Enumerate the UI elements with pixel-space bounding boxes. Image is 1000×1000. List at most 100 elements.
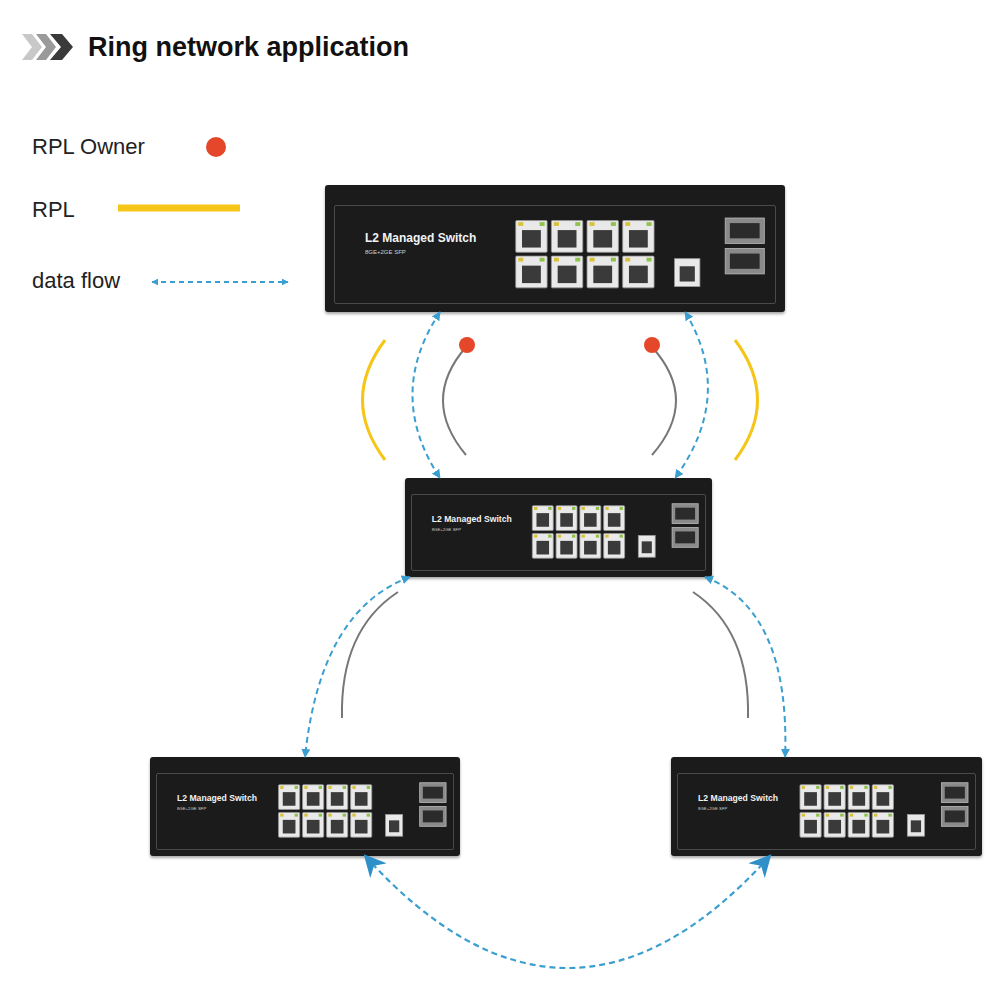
port-led: [280, 814, 283, 817]
rj45-port: [872, 812, 893, 837]
port-led: [864, 814, 867, 817]
rj45-port: [327, 812, 348, 837]
rj45-socket: [828, 792, 841, 806]
port-panel: [405, 478, 712, 577]
rpl-line: [735, 340, 758, 460]
port-led: [850, 814, 853, 817]
rj45-socket: [331, 820, 344, 834]
sfp-port: [672, 528, 698, 548]
rj45-port: [303, 812, 324, 837]
console-socket: [911, 820, 921, 832]
rj45-port: [604, 506, 625, 531]
rj45-socket: [558, 266, 577, 283]
port-led: [328, 814, 331, 817]
rj45-port: [623, 256, 654, 288]
rj45-port: [551, 221, 582, 253]
rj45-socket: [593, 230, 612, 247]
port-led: [625, 222, 630, 226]
port-led: [558, 535, 561, 538]
port-led: [864, 786, 867, 789]
port-panel: [150, 757, 460, 856]
rj45-socket: [283, 792, 296, 806]
port-led: [596, 535, 599, 538]
port-led: [816, 814, 819, 817]
port-led: [590, 258, 595, 262]
port-led: [518, 258, 523, 262]
rj45-socket: [522, 266, 541, 283]
device-name: L2 Managed Switch: [177, 793, 257, 803]
port-led: [888, 814, 891, 817]
port-led: [319, 786, 322, 789]
console-port: [907, 814, 924, 836]
port-led: [518, 222, 523, 226]
rj45-socket: [355, 820, 368, 834]
legend-label: RPL: [32, 197, 75, 223]
rj45-port: [327, 785, 348, 810]
rj45-socket: [536, 513, 549, 527]
rj45-socket: [804, 820, 817, 834]
port-led: [850, 786, 853, 789]
rj45-port: [516, 256, 547, 288]
port-led: [554, 222, 559, 226]
device-spec: 8GE+2GE SFP: [432, 527, 461, 532]
port-led: [295, 786, 298, 789]
rj45-socket: [852, 820, 865, 834]
port-led: [888, 786, 891, 789]
rj45-socket: [536, 541, 549, 555]
port-led: [605, 507, 608, 510]
device-spec: 8GE+2GE SFP: [698, 806, 727, 811]
port-led: [611, 222, 616, 226]
rj45-socket: [804, 792, 817, 806]
cable-line: [693, 592, 748, 718]
rj45-socket: [852, 792, 865, 806]
sfp-port: [725, 218, 764, 243]
device-name: L2 Managed Switch: [698, 793, 778, 803]
rj45-socket: [608, 541, 621, 555]
port-led: [540, 222, 545, 226]
rj45-port: [556, 506, 577, 531]
rj45-socket: [355, 792, 368, 806]
console-socket: [642, 541, 652, 553]
port-led: [540, 258, 545, 262]
rj45-port: [824, 812, 845, 837]
port-led: [572, 507, 575, 510]
cable-line: [652, 347, 676, 455]
switch-device: L2 Managed Switch 8GE+2GE SFP: [405, 478, 712, 577]
data-flow-connector: [675, 312, 708, 478]
port-led: [280, 786, 283, 789]
port-led: [534, 507, 537, 510]
device-name: L2 Managed Switch: [432, 514, 512, 524]
rj45-socket: [593, 266, 612, 283]
switch-device: L2 Managed Switch 8GE+2GE SFP: [671, 757, 982, 856]
port-panel: [325, 185, 785, 312]
rj45-port: [532, 506, 553, 531]
title-chevrons: [22, 34, 73, 60]
device-spec: 8GE+2GE SFP: [177, 806, 206, 811]
device-name: L2 Managed Switch: [365, 231, 476, 245]
rpl-line: [363, 340, 386, 460]
sfp-port: [420, 783, 446, 803]
rj45-port: [848, 812, 869, 837]
console-socket: [389, 820, 399, 832]
port-led: [647, 258, 652, 262]
port-led: [605, 535, 608, 538]
rj45-port: [800, 812, 821, 837]
diagram-title: Ring network application: [88, 32, 409, 63]
switch-device: L2 Managed Switch 8GE+2GE SFP: [150, 757, 460, 856]
rj45-socket: [331, 792, 344, 806]
data-flow-sample: [152, 281, 288, 283]
sfp-slot: [945, 810, 965, 822]
port-led: [367, 786, 370, 789]
port-led: [575, 222, 580, 226]
port-led: [343, 814, 346, 817]
sfp-slot: [730, 254, 760, 269]
sfp-port: [420, 807, 446, 827]
port-led: [548, 507, 551, 510]
rj45-socket: [629, 230, 648, 247]
rj45-socket: [522, 230, 541, 247]
rj45-port: [848, 785, 869, 810]
console-port: [638, 535, 655, 557]
rj45-socket: [560, 513, 573, 527]
rj45-port: [623, 221, 654, 253]
